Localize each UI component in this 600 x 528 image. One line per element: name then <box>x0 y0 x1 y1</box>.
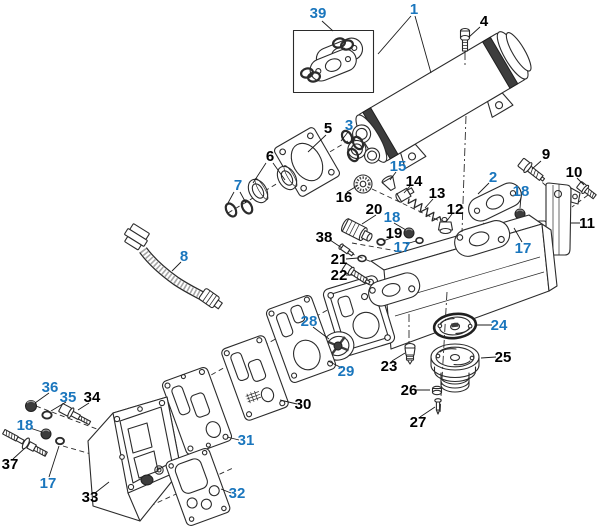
callout-35-38[interactable]: 35 <box>60 389 77 406</box>
callout-3-4[interactable]: 3 <box>345 117 353 134</box>
part-18-plug-mid <box>403 227 415 239</box>
part-3-o-rings <box>340 129 365 163</box>
callout-11-18: 11 <box>579 215 595 232</box>
part-22-bolt <box>341 263 371 285</box>
callout-22-25: 22 <box>331 267 348 284</box>
callout-10-15: 10 <box>566 164 583 181</box>
part-29-gasket <box>265 295 337 383</box>
part-32-gasket <box>165 448 231 526</box>
callout-16-8: 16 <box>336 189 353 206</box>
centerlines <box>408 52 467 415</box>
callout-2-13[interactable]: 2 <box>489 169 497 186</box>
callout-12-12: 12 <box>447 201 464 218</box>
callout-8-7[interactable]: 8 <box>180 248 188 265</box>
part-8-braided-hose <box>124 223 223 310</box>
part-33-cover <box>87 396 182 522</box>
part-9-bolt <box>517 157 546 182</box>
part-37-bolt <box>2 428 48 457</box>
part-4-bolt <box>459 27 471 52</box>
callout-17-42[interactable]: 17 <box>40 475 57 492</box>
part-1-cooler-core <box>347 31 532 170</box>
part-23-fitting <box>404 342 416 365</box>
callout-29-27[interactable]: 29 <box>338 363 355 380</box>
part-18-plug-left <box>40 428 52 440</box>
part-21-washer <box>357 254 367 263</box>
part-28-thermostat <box>321 331 355 361</box>
part-30-gasket <box>221 335 289 421</box>
part-15-seat <box>381 175 396 191</box>
part-39-kit-box <box>292 29 375 94</box>
callout-18-20[interactable]: 18 <box>384 209 401 226</box>
callout-7-6[interactable]: 7 <box>234 177 242 194</box>
callout-27-32: 27 <box>410 414 427 431</box>
callout-26-31: 26 <box>401 382 418 399</box>
callout-23-28: 23 <box>381 358 398 375</box>
part-16-knurled-plug <box>353 174 373 194</box>
callout-37-41: 37 <box>2 456 19 473</box>
callout-5-3: 5 <box>324 120 332 137</box>
part-31-gasket <box>161 367 233 455</box>
callout-17-22[interactable]: 17 <box>394 239 411 256</box>
part-35-o-ring <box>41 410 53 420</box>
part-24-retainer-plate <box>432 312 478 340</box>
part-2-gasket <box>468 182 522 222</box>
callout-28-26[interactable]: 28 <box>301 313 318 330</box>
part-17-o-ring-left <box>55 436 65 446</box>
part-14-fitting <box>395 187 415 203</box>
callout-18-40[interactable]: 18 <box>17 417 34 434</box>
part-20-valve <box>340 218 373 242</box>
part-19-o-ring <box>376 238 386 246</box>
callout-18-16[interactable]: 18 <box>513 183 530 200</box>
callout-15-9[interactable]: 15 <box>390 158 407 175</box>
callout-9-14: 9 <box>542 146 550 163</box>
part-6-ring-glands <box>247 165 298 204</box>
callout-21-24: 21 <box>331 251 348 268</box>
callout-17-17[interactable]: 17 <box>515 240 532 257</box>
part-26-nut <box>431 385 443 396</box>
callout-20-19: 20 <box>366 201 383 218</box>
part-13-spring <box>407 198 442 222</box>
callout-33-36: 33 <box>82 489 99 506</box>
housing-body <box>322 214 558 357</box>
callout-34-39: 34 <box>84 389 101 406</box>
callout-31-34[interactable]: 31 <box>238 432 255 449</box>
callout-30-33: 30 <box>295 396 312 413</box>
part-25-filter-cap <box>430 343 480 393</box>
callout-32-35[interactable]: 32 <box>229 485 246 502</box>
callout-1-1[interactable]: 1 <box>410 1 418 18</box>
callout-36-37[interactable]: 36 <box>42 379 59 396</box>
callout-13-11: 13 <box>429 185 446 202</box>
part-36-plug <box>25 400 37 412</box>
part-34-fitting <box>58 403 92 426</box>
part-7-o-rings <box>224 199 254 218</box>
callout-4-2: 4 <box>480 13 489 30</box>
callout-38-23: 38 <box>316 229 333 246</box>
callout-6-5: 6 <box>266 148 274 165</box>
callout-19-21: 19 <box>386 225 403 242</box>
leader-lines <box>12 15 585 494</box>
callout-24-29[interactable]: 24 <box>491 317 508 334</box>
part-10-bolt <box>576 181 597 200</box>
part-38-screw <box>338 243 354 257</box>
callout-14-10: 14 <box>406 173 423 190</box>
callout-39-0[interactable]: 39 <box>310 5 327 22</box>
part-12-fitting <box>437 216 454 235</box>
callout-25-30: 25 <box>495 349 512 366</box>
part-17-o-ring-mid <box>415 236 424 245</box>
